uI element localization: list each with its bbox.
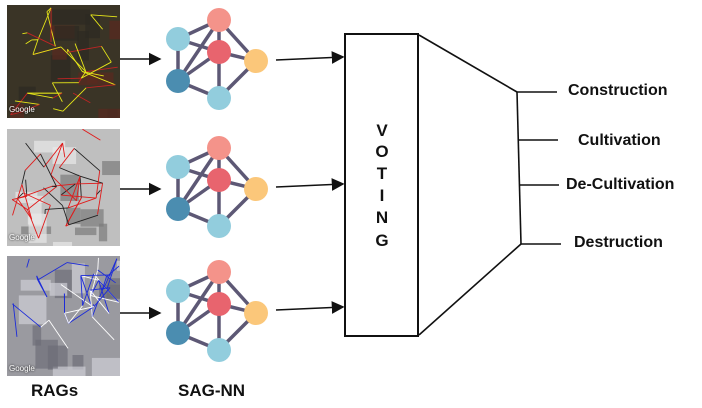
- outcome-destruction: Destruction: [574, 234, 663, 251]
- caption-rags: RAGs: [31, 381, 79, 400]
- voting-box: [344, 33, 419, 337]
- arrow-graph2-to-voting: [275, 178, 345, 191]
- rag-image-3: [7, 256, 120, 376]
- graph-edge: [176, 19, 221, 82]
- funnel-bottom-line: [418, 243, 522, 336]
- graph-node: [166, 321, 190, 345]
- graph-node: [166, 197, 190, 221]
- graph-node: [207, 40, 231, 64]
- graph-node: [207, 338, 231, 362]
- graph-node: [244, 177, 268, 201]
- voting-letter-t: T: [376, 164, 388, 183]
- arrow-graph3-to-voting: [275, 301, 345, 314]
- graph-node: [207, 136, 231, 160]
- google-watermark-2: Google: [9, 233, 35, 242]
- outcome-de-cultivation: De-Cultivation: [566, 176, 675, 193]
- voting-letter-g: G: [375, 231, 389, 250]
- rag-image-2: [7, 129, 120, 246]
- voting-letter-i: I: [379, 186, 385, 205]
- graph-node: [207, 260, 231, 284]
- funnel-top-line: [418, 34, 518, 93]
- outcome-construction: Construction: [568, 82, 668, 99]
- voting-letter-n: N: [375, 208, 389, 227]
- funnel-vertical-line: [516, 91, 522, 245]
- caption-sag-nn: SAG-NN: [178, 381, 246, 400]
- graph-network-3: [166, 260, 268, 362]
- rag-image-1: [7, 5, 120, 118]
- voting-letter-v: V: [376, 121, 388, 140]
- graph-edge: [176, 147, 221, 210]
- graph-node: [207, 292, 231, 316]
- voting-letter-o: O: [375, 142, 389, 161]
- graph-node: [166, 155, 190, 179]
- graph-edge: [176, 271, 221, 334]
- graph-network-1: [166, 8, 268, 110]
- graph-node: [166, 279, 190, 303]
- arrow-graph1-to-voting: [275, 51, 345, 64]
- graph-node: [244, 49, 268, 73]
- graph-node: [166, 27, 190, 51]
- google-watermark-1: Google: [9, 105, 35, 114]
- google-watermark-3: Google: [9, 364, 35, 373]
- graph-node: [166, 69, 190, 93]
- graph-node: [244, 301, 268, 325]
- graph-node: [207, 214, 231, 238]
- outcome-cultivation: Cultivation: [578, 132, 661, 149]
- graph-node: [207, 8, 231, 32]
- graph-network-2: [166, 136, 268, 238]
- graph-node: [207, 86, 231, 110]
- graph-node: [207, 168, 231, 192]
